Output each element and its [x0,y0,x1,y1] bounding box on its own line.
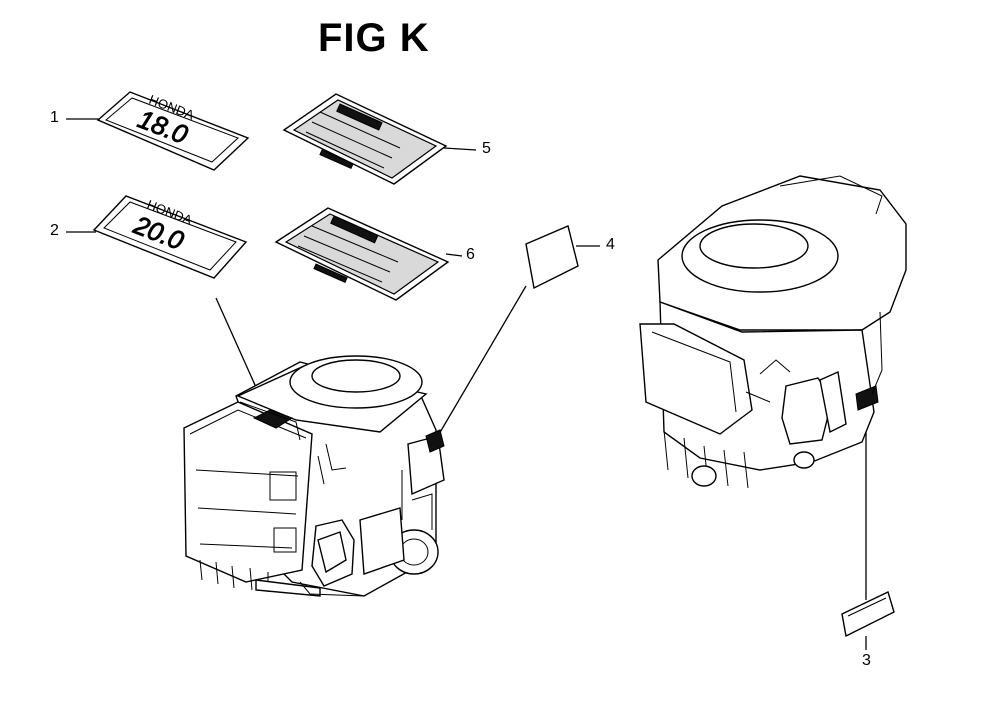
decal-2-honda-20: HONDA 20.0 [92,195,248,279]
callout-2: 2 [50,222,59,239]
decal-5-gxv-label [282,93,448,185]
callout-6: 6 [466,246,475,263]
engine-left [183,355,445,597]
callout-5: 5 [482,140,491,157]
callout-3: 3 [862,652,871,669]
callout-4: 4 [606,236,615,253]
figure-title: FIG K [318,16,430,60]
decal-4-square [525,225,579,290]
callout-1: 1 [50,109,59,126]
decal-1-honda-18: HONDA 18.0 [96,91,250,171]
decal-6-gxv-label [274,207,450,301]
decal-3-strip [841,591,895,638]
leader-lines [66,118,867,650]
engine-right [639,175,907,489]
